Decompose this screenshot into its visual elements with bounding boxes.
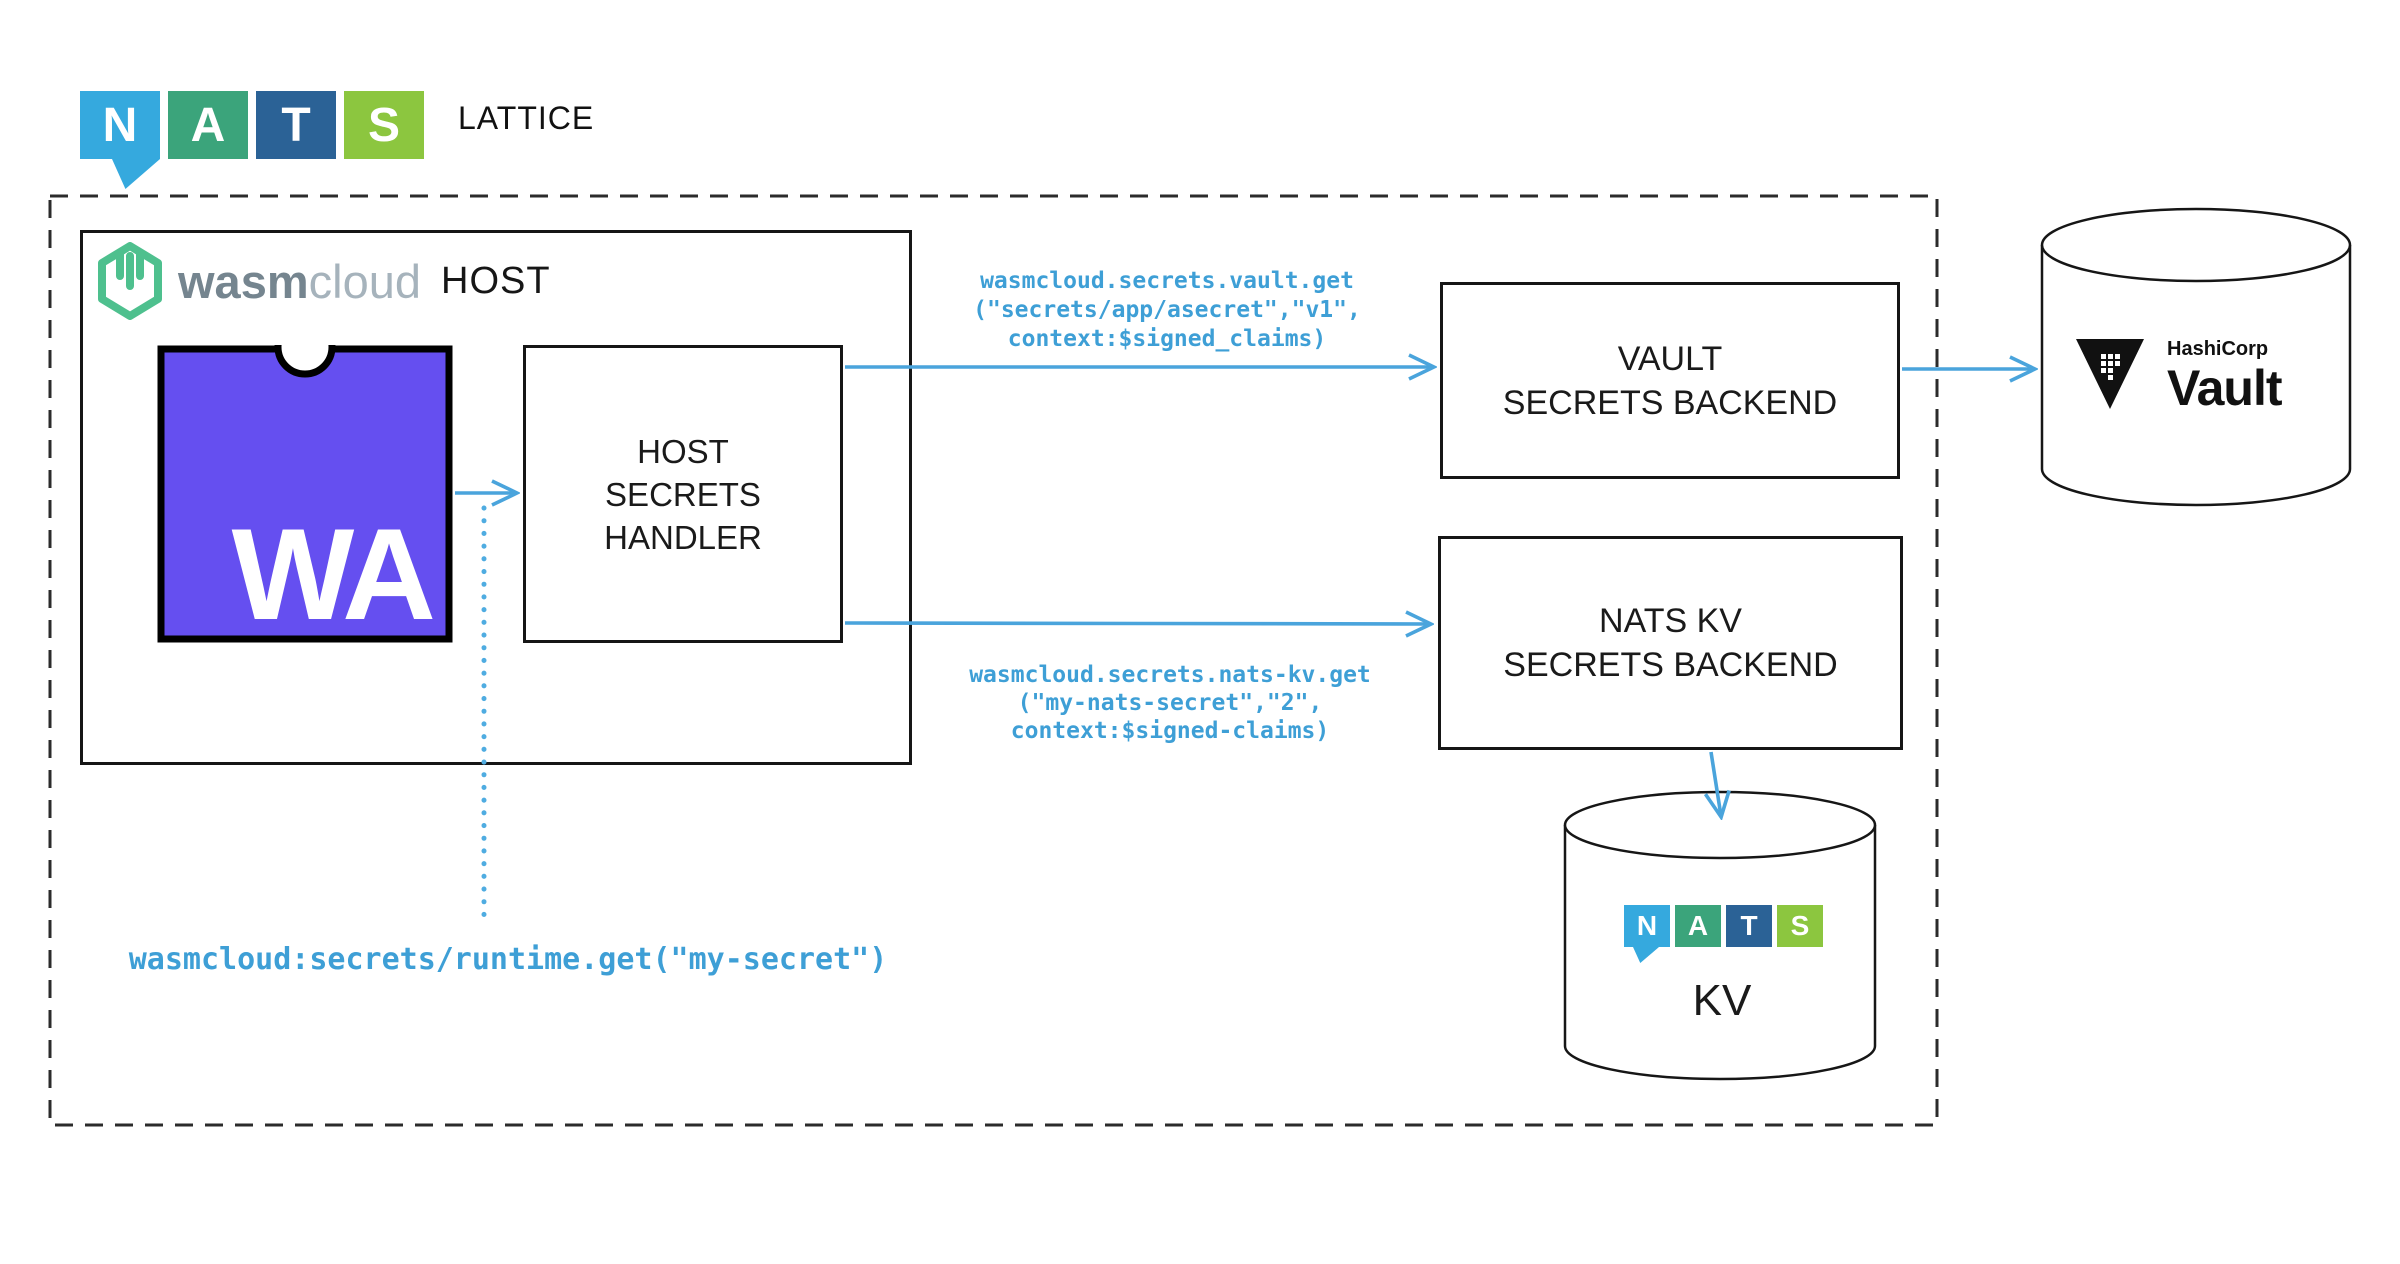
handler-line: HOST <box>637 432 729 470</box>
hashicorp-vault-logo: HashiCorp Vault <box>2075 338 2282 417</box>
host-label: HOST <box>441 259 551 302</box>
nats-block-a: A <box>1675 905 1721 947</box>
nats-block-s: S <box>344 91 424 159</box>
vault-call-line: context:$signed_claims) <box>1007 326 1327 352</box>
nats-block-s: S <box>1777 905 1823 947</box>
nats-letter: A <box>1687 910 1709 941</box>
nats-letter: T <box>1740 910 1758 941</box>
nats-letter: N <box>1636 910 1658 941</box>
nats-block-a: A <box>168 91 248 159</box>
nats-block-t: T <box>1726 905 1772 947</box>
nats-letter: S <box>1790 910 1810 941</box>
host-secrets-handler-box: HOST SECRETS HANDLER <box>523 345 843 643</box>
wasmcloud-hexagon-icon <box>98 242 162 320</box>
nats-kv-backend-line: SECRETS BACKEND <box>1503 646 1838 684</box>
nats-kv-call-line: context:$signed-claims) <box>1010 718 1330 744</box>
wasmcloud-wordmark-cloud: cloud <box>308 254 421 308</box>
vault-database-cylinder <box>2040 207 2352 507</box>
nats-kv-logo: N A T S <box>1624 905 1823 963</box>
handler-line: HANDLER <box>604 518 762 556</box>
nats-block-n: N <box>1624 905 1670 963</box>
vault-label: Vault <box>2167 360 2282 416</box>
vault-backend-line: SECRETS BACKEND <box>1502 383 1838 422</box>
nats-kv-secrets-backend-box: NATS KV SECRETS BACKEND <box>1438 536 1903 750</box>
vault-call-label: wasmcloud.secrets.vault.get ("secrets/ap… <box>947 267 1387 354</box>
vault-secrets-backend-box: VAULT SECRETS BACKEND <box>1440 282 1900 479</box>
nats-speech-tail <box>112 159 160 189</box>
nats-letter: S <box>367 98 400 152</box>
nats-kv-backend-line: NATS KV <box>1599 602 1742 640</box>
nats-block-t: T <box>256 91 336 159</box>
hashicorp-label: HashiCorp <box>2167 338 2269 360</box>
vault-backend-line: VAULT <box>1617 339 1723 378</box>
handler-line: SECRETS <box>605 475 761 513</box>
kv-label: KV <box>1692 976 1752 1025</box>
arrow-handler-to-nats-kv-backend <box>844 623 1430 624</box>
vault-call-line: wasmcloud.secrets.vault.get <box>980 268 1354 294</box>
nats-letter: N <box>102 98 138 152</box>
nats-block-n: N <box>80 91 160 189</box>
runtime-call-label: wasmcloud:secrets/runtime.get("my-secret… <box>128 942 888 977</box>
nats-kv-call-label: wasmcloud.secrets.nats-kv.get ("my-nats-… <box>950 661 1390 745</box>
nats-kv-call-line: ("my-nats-secret","2", <box>1017 690 1323 716</box>
nats-kv-call-line: wasmcloud.secrets.nats-kv.get <box>969 662 1371 688</box>
webassembly-tile: WA <box>157 316 453 647</box>
nats-letter: A <box>190 98 226 152</box>
vault-call-line: ("secrets/app/asecret","v1", <box>973 297 1361 323</box>
wasmcloud-wordmark-wasm: wasm <box>178 254 309 308</box>
webassembly-wa-label: WA <box>231 501 436 647</box>
nats-logo: N A T S <box>80 91 424 189</box>
lattice-label: LATTICE <box>458 100 595 136</box>
hashicorp-vault-triangle-icon <box>2076 339 2144 409</box>
nats-letter: T <box>281 98 311 152</box>
